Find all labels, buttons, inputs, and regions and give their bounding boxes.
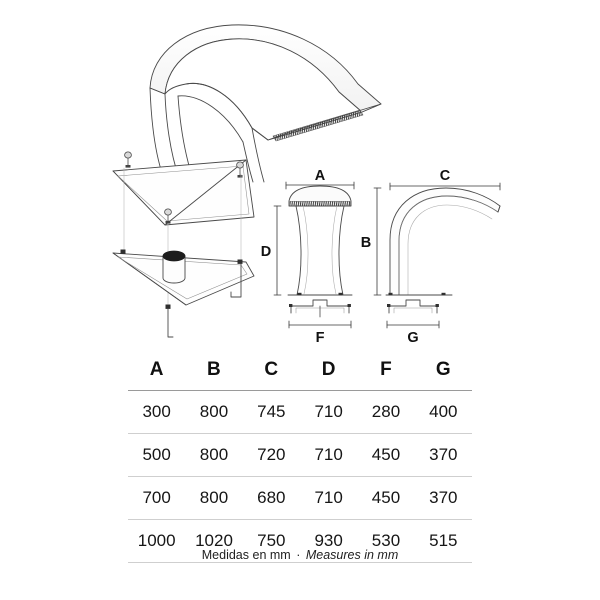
label-b: B: [361, 235, 371, 251]
cell-c: 745: [242, 390, 300, 434]
cell-c: 680: [242, 476, 300, 520]
dimension-b: [373, 187, 382, 296]
label-a: A: [315, 168, 326, 184]
cell-b: 800: [185, 476, 243, 520]
water-inlet-port: [162, 250, 186, 284]
cell-g: 370: [414, 476, 472, 520]
column-header-f: F: [380, 359, 392, 380]
cell-f: 450: [357, 433, 415, 477]
upper-mounting-bracket: [112, 159, 255, 226]
base-plate-fixings: [120, 249, 243, 309]
caption-separator: ·: [296, 548, 301, 562]
table-row: 500 800 720 710 450 370: [128, 433, 472, 477]
cell-f: 280: [357, 390, 415, 434]
cell-g: 370: [414, 433, 472, 477]
label-f: F: [316, 330, 325, 346]
caption-spanish: Medidas en mm: [201, 548, 291, 562]
cell-g: 400: [414, 390, 472, 434]
anchor-legs: [167, 263, 242, 338]
side-elevation-view: [385, 187, 501, 296]
units-caption: Medidas en mm · Measures in mm: [0, 548, 600, 562]
cell-a: 1000: [128, 519, 186, 563]
table-row: 1000 1020 750 930 530 515: [128, 519, 472, 563]
cell-g: 515: [414, 519, 472, 563]
cell-c: 750: [242, 519, 300, 563]
column-header-d: D: [321, 359, 336, 380]
cell-f: 450: [357, 476, 415, 520]
dimension-table: A B C D F G 300 800 745 710 280 400: [128, 357, 472, 563]
dimension-d: [273, 205, 282, 296]
side-base-plan: [387, 299, 439, 314]
bracket-screws-upper: [124, 151, 244, 224]
cell-b: 1020: [185, 519, 243, 563]
table-body: 300 800 745 710 280 400 500 800 720 710 …: [128, 390, 472, 563]
cell-a: 300: [128, 390, 186, 434]
cell-a: 700: [128, 476, 186, 520]
cell-b: 800: [185, 433, 243, 477]
column-header-c: C: [264, 359, 279, 380]
column-header-b: B: [207, 359, 221, 380]
table-header-row: A B C D F G: [128, 357, 472, 391]
cell-f: 530: [357, 519, 415, 563]
table-row: 300 800 745 710 280 400: [128, 390, 472, 434]
cell-d: 930: [299, 519, 358, 563]
cell-d: 710: [299, 390, 358, 434]
dimension-a: [285, 181, 355, 190]
cell-a: 500: [128, 433, 186, 477]
column-header-g: G: [435, 359, 451, 380]
cell-b: 800: [185, 390, 243, 434]
column-header-a: A: [149, 359, 164, 380]
cell-c: 720: [242, 433, 300, 477]
dimension-table-container: A B C D F G 300 800 745 710 280 400: [128, 357, 472, 563]
dimension-f: [288, 320, 352, 329]
front-elevation-view: [287, 185, 353, 296]
technical-drawings: A B C D F G: [112, 24, 501, 346]
caption-english: Measures in mm: [305, 548, 399, 562]
table-header: A B C D F G: [128, 357, 472, 391]
cell-d: 710: [299, 433, 358, 477]
cell-d: 710: [299, 476, 358, 520]
dimension-g: [386, 320, 440, 329]
label-c: C: [440, 168, 451, 184]
label-d: D: [261, 244, 271, 260]
label-g: G: [407, 330, 418, 346]
dimension-c: [389, 182, 501, 191]
table-row: 700 800 680 710 450 370: [128, 476, 472, 520]
isometric-cascade-body: [149, 24, 382, 183]
front-base-plan: [289, 299, 351, 318]
